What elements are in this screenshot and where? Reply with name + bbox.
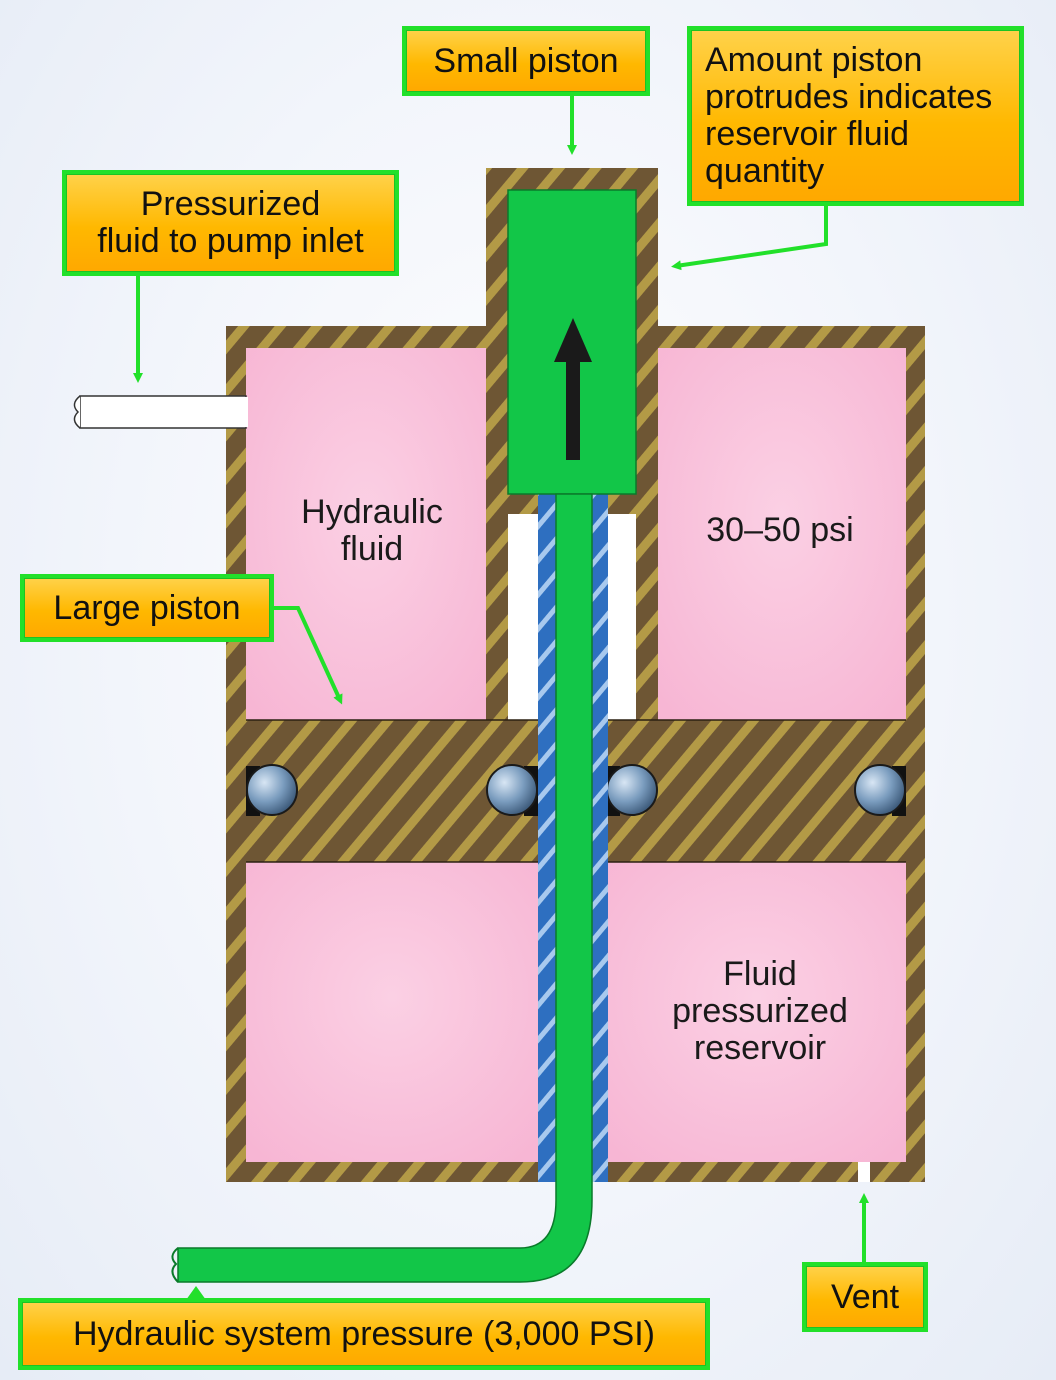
white-gap-left <box>508 514 538 720</box>
tube-wall-right <box>592 494 608 1182</box>
hydraulic-fluid-label: Hydraulic fluid <box>301 493 443 568</box>
tube-wall-left <box>538 494 556 1182</box>
vent-callout-text: Vent <box>830 1277 900 1316</box>
upper-right-chamber <box>658 348 906 720</box>
small-piston-bore-left <box>486 338 508 720</box>
lower-left-chamber <box>246 862 538 1162</box>
hydraulic-system-pressure-callout: Hydraulic system pressure (3,000 PSI) <box>18 1298 710 1370</box>
pressurized-fluid-callout: Pressurized fluid to pump inlet <box>62 170 399 276</box>
white-gap-right <box>606 514 636 720</box>
large-piston-callout: Large piston <box>20 574 274 642</box>
leader-lines <box>133 94 869 1300</box>
amount-piston-callout: Amount piston protrudes indicates reserv… <box>687 26 1024 206</box>
pump-inlet-pipe <box>73 395 248 429</box>
large-piston-callout-text: Large piston <box>53 588 241 627</box>
o-ring-seal-icon <box>246 764 906 816</box>
vent-opening <box>858 1162 870 1182</box>
lower-right-chamber <box>606 862 906 1162</box>
system-pressure-pointer <box>186 1286 206 1300</box>
pressure-line-break <box>171 1247 179 1283</box>
large-piston <box>246 719 906 863</box>
upper-left-chamber <box>246 348 486 720</box>
up-arrow-icon <box>554 318 592 460</box>
pressurized-fluid-callout-text: Pressurized fluid to pump inlet <box>97 185 364 260</box>
hydraulic-system-pressure-callout-text: Hydraulic system pressure (3,000 PSI) <box>73 1314 655 1353</box>
small-piston-bore-right <box>636 338 658 720</box>
fluid-pressurized-reservoir-label: Fluid pressurized reservoir <box>672 955 848 1067</box>
vent-callout: Vent <box>802 1262 928 1332</box>
small-piston-callout-text: Small piston <box>433 41 619 80</box>
amount-piston-callout-text: Amount piston protrudes indicates reserv… <box>705 41 993 190</box>
pressure-range-label: 30–50 psi <box>706 511 854 549</box>
small-piston-callout: Small piston <box>402 26 650 96</box>
system-pressure-line <box>177 493 593 1283</box>
